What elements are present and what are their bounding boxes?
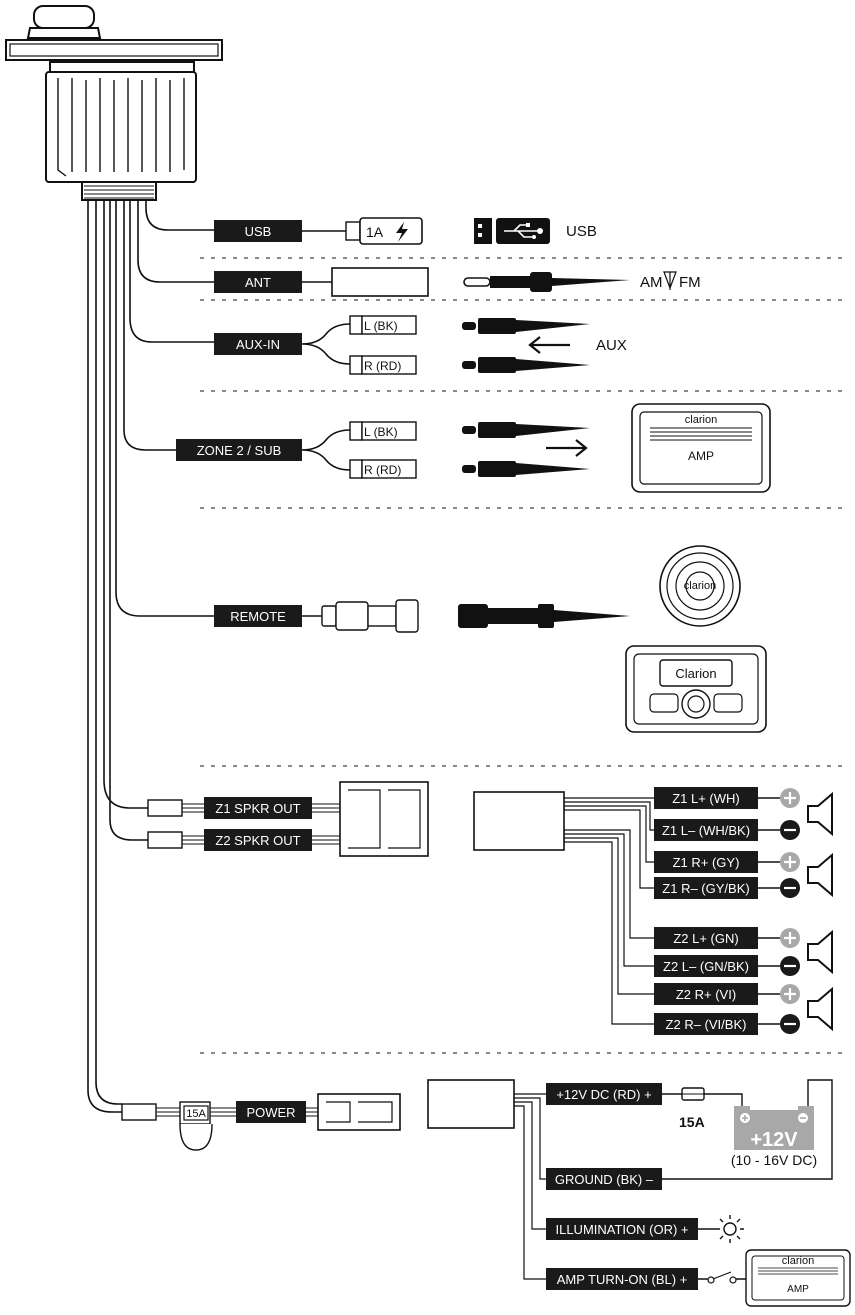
usb-connector-label-bg bbox=[214, 220, 302, 242]
rca-output-cable-icon bbox=[462, 422, 590, 477]
power-fanout-wires bbox=[514, 1093, 546, 1280]
ant-connector-label: ANT bbox=[245, 275, 271, 290]
speaker-wire-row: Z1 L+ (WH) bbox=[654, 787, 800, 809]
power-harness-plug bbox=[427, 1079, 515, 1129]
speaker-wire-row: Z2 L– (GN/BK) bbox=[654, 955, 800, 977]
z1-spkr-out-label: Z1 SPKR OUT bbox=[215, 801, 300, 816]
fm-label: FM bbox=[679, 274, 701, 291]
arrow-left-icon bbox=[528, 336, 570, 354]
illumination-wire-label: ILLUMINATION (OR) + bbox=[555, 1222, 688, 1237]
speaker-wire-label-bg bbox=[654, 787, 758, 809]
power-harness-connector bbox=[317, 1093, 401, 1131]
amp-small-icon: clarion AMP bbox=[745, 1249, 851, 1307]
aux-in-connector-label: AUX-IN bbox=[236, 337, 280, 352]
speaker-wire-label: Z2 L+ (GN) bbox=[673, 931, 738, 946]
battery-voltage: +12V bbox=[750, 1129, 798, 1151]
remote-row: REMOTE clarion Clarion bbox=[214, 545, 767, 733]
antenna-cable-icon bbox=[463, 272, 630, 292]
rca-cable-icon bbox=[462, 318, 590, 373]
speaker-icon bbox=[807, 791, 833, 837]
speaker-harness-plug bbox=[473, 791, 565, 851]
ant-row: ANT AM FM bbox=[214, 267, 701, 297]
amp-small-label: AMP bbox=[787, 1284, 809, 1295]
plus12-wire-label: +12V DC (RD) + bbox=[556, 1087, 651, 1102]
z2-spkr-out-label: Z2 SPKR OUT bbox=[215, 833, 300, 848]
speaker-icon bbox=[807, 852, 833, 898]
separators bbox=[200, 257, 845, 1054]
speaker-harness-connector bbox=[339, 781, 429, 857]
usb-connector-label: USB bbox=[245, 224, 272, 239]
lightning-icon bbox=[396, 222, 408, 242]
zone2-connector-label: ZONE 2 / SUB bbox=[197, 443, 282, 458]
usb-row: USB 1A USB bbox=[214, 217, 597, 245]
remote-cable-icon bbox=[458, 604, 630, 628]
power-connector-label: POWER bbox=[246, 1105, 295, 1120]
amp-label: AMP bbox=[688, 449, 714, 463]
head-unit bbox=[5, 5, 223, 201]
usb-device-label: USB bbox=[566, 223, 597, 240]
power-section: 15A POWER +12V DC (RD) + 15A +12V bbox=[121, 1079, 851, 1307]
speaker-wire-row: Z1 R– (GY/BK) bbox=[654, 877, 800, 899]
wired-remote-icon: clarion bbox=[659, 545, 741, 627]
battery-icon: +12V bbox=[734, 1106, 814, 1151]
speaker-wire-label: Z1 L+ (WH) bbox=[672, 791, 740, 806]
speaker-wire-label: Z2 R– (VI/BK) bbox=[666, 1017, 747, 1032]
usb-port-icon bbox=[474, 218, 550, 244]
amp-small-brand: clarion bbox=[782, 1255, 814, 1267]
speaker-wire-label-bg bbox=[654, 927, 758, 949]
antenna-icon bbox=[663, 271, 677, 290]
speaker-wire-row: Z1 R+ (GY) bbox=[654, 851, 800, 873]
display-brand: Clarion bbox=[675, 666, 716, 681]
amp-turn-on-wire-label: AMP TURN-ON (BL) + bbox=[557, 1272, 688, 1287]
speaker-wire-label-bg bbox=[654, 819, 758, 841]
display-remote-icon: Clarion bbox=[625, 645, 767, 733]
speaker-wire-label: Z1 R+ (GY) bbox=[673, 855, 740, 870]
usb-rating: 1A bbox=[366, 224, 384, 240]
usb-plug bbox=[359, 217, 423, 245]
remote-connector-label: REMOTE bbox=[230, 609, 286, 624]
speaker-icon bbox=[807, 929, 833, 975]
am-label: AM bbox=[640, 274, 663, 291]
switch-icon bbox=[707, 1276, 715, 1284]
zone-left-plug: L (BK) bbox=[364, 425, 398, 439]
speaker-wire-row: Z2 R+ (VI) bbox=[654, 983, 800, 1005]
aux-right-plug: R (RD) bbox=[364, 359, 401, 373]
fuse-label: 15A bbox=[679, 1114, 705, 1130]
harness-trunk bbox=[87, 200, 214, 1113]
ground-wire-label: GROUND (BK) – bbox=[555, 1172, 654, 1187]
speaker-wire-label-bg bbox=[654, 983, 758, 1005]
battery-range: (10 - 16V DC) bbox=[731, 1152, 817, 1168]
amp-brand: clarion bbox=[685, 414, 717, 426]
speaker-wire-label: Z1 L– (WH/BK) bbox=[662, 823, 750, 838]
light-bulb-icon bbox=[716, 1215, 744, 1243]
zone-right-plug: R (RD) bbox=[364, 463, 401, 477]
speaker-wire-label-bg bbox=[654, 955, 758, 977]
antenna-plug bbox=[331, 267, 429, 297]
speaker-icon bbox=[807, 986, 833, 1032]
speaker-wire-list: Z1 L+ (WH) Z1 L– (WH/BK) Z1 R+ (GY) Z1 R– (… bbox=[654, 787, 833, 1035]
speaker-wire-label-bg bbox=[654, 1013, 758, 1035]
speaker-wire-label: Z2 L– (GN/BK) bbox=[663, 959, 749, 974]
arrow-right-icon bbox=[546, 439, 588, 457]
speaker-wire-label: Z2 R+ (VI) bbox=[676, 987, 736, 1002]
zone2-row: ZONE 2 / SUB L (BK) R (RD) clarion AMP bbox=[176, 403, 771, 493]
aux-row: AUX-IN L (BK) R (RD) AUX bbox=[214, 315, 627, 375]
speaker-wire-row: Z2 R– (VI/BK) bbox=[654, 1013, 800, 1035]
speaker-out-section: Z1 SPKR OUT Z2 SPKR OUT Z1 L+ (WH) Z1 L– … bbox=[147, 781, 833, 1035]
speaker-wire-label-bg bbox=[654, 877, 758, 899]
inline-fuse-label: 15A bbox=[186, 1108, 206, 1120]
speaker-wire-label: Z1 R– (GY/BK) bbox=[662, 881, 749, 896]
amp-device-icon: clarion AMP bbox=[631, 403, 771, 493]
speaker-wire-label-bg bbox=[654, 851, 758, 873]
speaker-wire-row: Z1 L– (WH/BK) bbox=[654, 819, 800, 841]
aux-device-label: AUX bbox=[596, 337, 627, 354]
aux-left-plug: L (BK) bbox=[364, 319, 398, 333]
remote-brand: clarion bbox=[684, 580, 716, 592]
speaker-fanout-wires bbox=[564, 797, 654, 1025]
speaker-wire-row: Z2 L+ (GN) bbox=[654, 927, 800, 949]
